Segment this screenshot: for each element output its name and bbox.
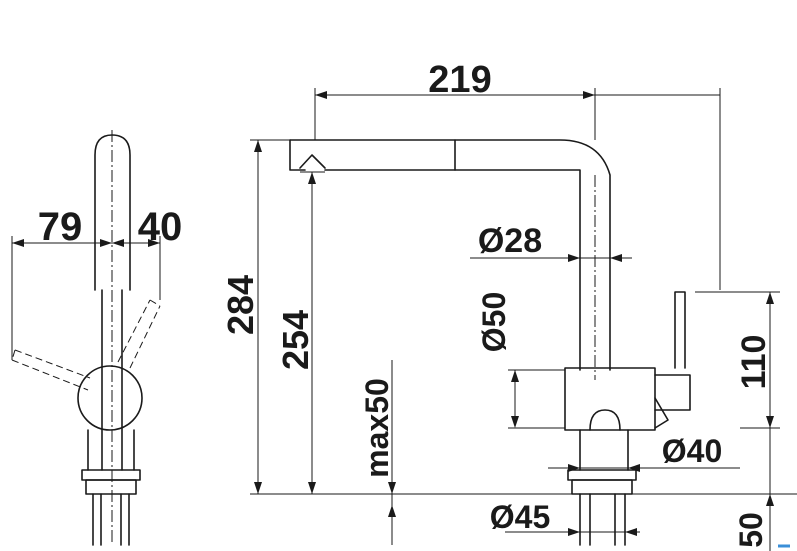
dim-line-d45 — [505, 528, 640, 536]
dim-height-total: 284 — [220, 275, 261, 335]
side-view — [11, 130, 161, 546]
dim-side-left: 79 — [38, 205, 83, 249]
dim-diam-lever: Ø40 — [662, 433, 722, 469]
dim-side-right: 40 — [138, 205, 183, 249]
dim-width-total: 219 — [428, 59, 491, 101]
dim-line-284 — [250, 139, 290, 494]
dim-diam-base: Ø45 — [490, 499, 550, 535]
dim-height-spout: 254 — [275, 310, 316, 370]
dim-line-bottom-right — [766, 494, 774, 551]
dim-line-110 — [695, 291, 780, 494]
front-view — [250, 139, 797, 546]
dim-max-thickness: max50 — [359, 378, 395, 478]
dim-line-d28 — [470, 254, 632, 262]
dim-diam-spout: Ø28 — [478, 222, 542, 260]
dim-line-max50 — [388, 360, 396, 545]
dim-height-lever: 110 — [735, 335, 773, 390]
dim-line-254 — [308, 172, 316, 494]
dim-line-d40 — [548, 464, 740, 472]
dim-diam-body: Ø50 — [476, 292, 512, 352]
dim-bottom-right-partial: 50 — [733, 512, 769, 548]
dim-line-219 — [314, 88, 721, 290]
dim-line-d50 — [508, 369, 565, 429]
